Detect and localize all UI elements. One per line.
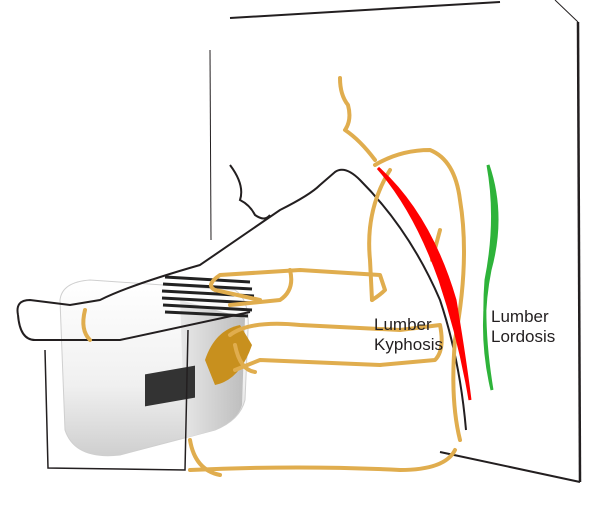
gold-person-outline — [81, 76, 466, 477]
black-figure-outline — [16, 164, 467, 431]
left-edge — [81, 308, 92, 342]
machine-outline — [44, 329, 189, 471]
seat — [188, 448, 457, 472]
kyphosis-label-line2: Kyphosis — [374, 335, 443, 354]
machine-slot — [145, 365, 195, 407]
wall-corner-line — [576, 21, 582, 483]
machine — [44, 275, 255, 471]
lower-leg — [188, 438, 222, 477]
forearm — [228, 268, 294, 307]
back-wall-line — [209, 49, 212, 241]
kyphosis-label: Lumber Kyphosis — [374, 315, 443, 355]
kyphosis-curve — [376, 166, 472, 401]
back — [373, 148, 466, 442]
kyphosis-label-line1: Lumber — [374, 315, 432, 334]
lap-legs — [228, 321, 444, 372]
upper-arm — [209, 268, 387, 302]
floor-line — [439, 451, 581, 483]
ceiling-line — [229, 1, 501, 19]
knee — [233, 343, 257, 374]
torso-front — [367, 168, 392, 302]
machine-handle — [205, 325, 252, 385]
wall-edge-line — [554, 0, 579, 23]
lordosis-label-line2: Lordosis — [491, 327, 556, 346]
lordosis-label: Lumber Lordosis — [491, 307, 555, 347]
head-neck — [338, 76, 377, 162]
lordosis-curve — [483, 164, 499, 391]
wall-lines — [209, 0, 582, 483]
lordosis-label-line1: Lumber — [491, 307, 549, 326]
